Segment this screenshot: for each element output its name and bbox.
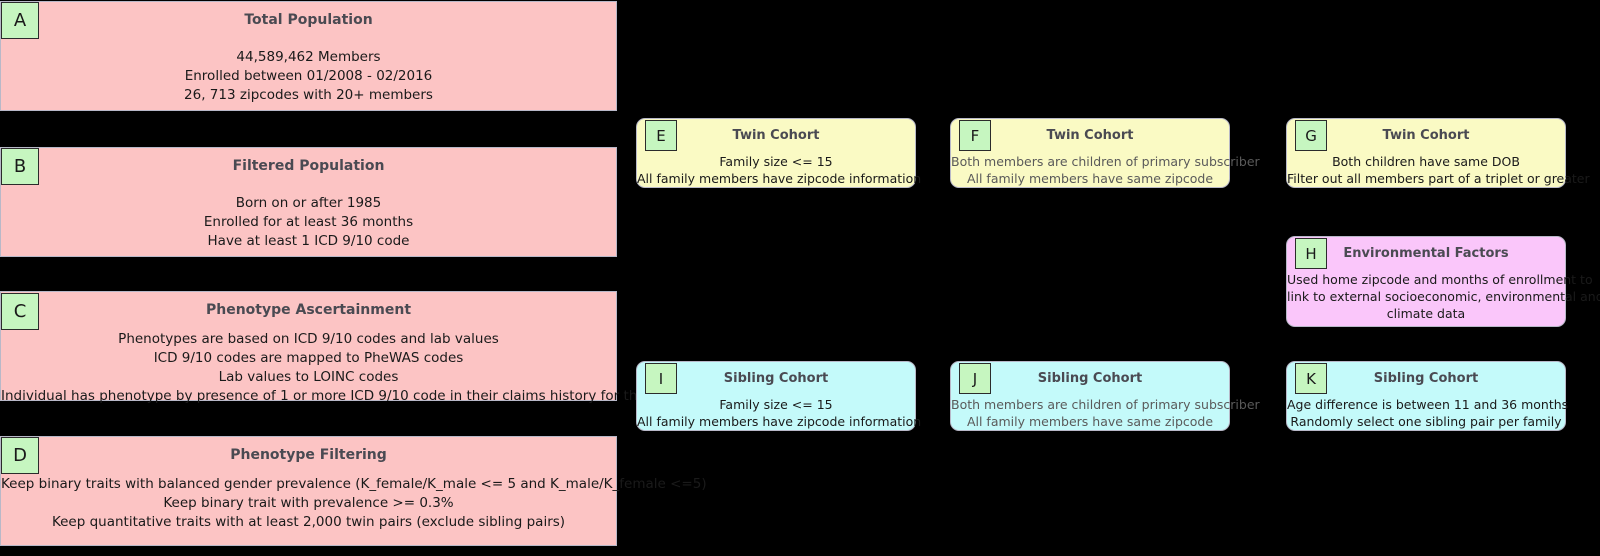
node-c-tag: C [1, 293, 39, 330]
node-k-body: Age difference is between 11 and 36 mont… [1287, 396, 1569, 430]
body-line: Keep binary trait with prevalence >= 0.3… [163, 495, 454, 511]
node-i-title: Sibling Cohort [723, 371, 829, 386]
body-line: Enrolled for at least 36 months [203, 214, 414, 230]
node-h-title: Environmental Factors [1343, 246, 1509, 261]
body-line: climate data [1386, 306, 1466, 321]
node-d-title: Phenotype Filtering [230, 447, 387, 463]
node-j-body: Both members are children of primary sub… [951, 396, 1260, 430]
node-g-twin-cohort[interactable]: Twin Cohort Both children have same DOB F… [1286, 118, 1590, 188]
body-line: Have at least 1 ICD 9/10 code [207, 233, 410, 249]
node-e-twin-cohort[interactable]: Twin Cohort Family size <= 15 All family … [636, 118, 922, 188]
node-e-body: Family size <= 15 All family members have… [637, 153, 922, 187]
node-i-sibling-cohort[interactable]: Sibling Cohort Family size <= 15 All fami… [636, 361, 922, 431]
node-b-tag: B [1, 148, 39, 185]
body-line: ICD 9/10 codes are mapped to PheWAS code… [153, 350, 464, 366]
body-line: Filter out all members part of a triplet… [1287, 171, 1590, 186]
node-f-twin-cohort[interactable]: Twin Cohort Both members are children of… [950, 118, 1260, 188]
node-a-tag: A [1, 2, 39, 39]
body-line: Both members are children of primary sub… [951, 154, 1260, 169]
node-k-sibling-cohort[interactable]: Sibling Cohort Age difference is between… [1286, 361, 1569, 431]
body-line: Enrolled between 01/2008 - 02/2016 [184, 68, 433, 84]
node-j-tag: J [959, 363, 991, 394]
node-h-tag: H [1295, 238, 1327, 269]
node-k-title: Sibling Cohort [1373, 371, 1479, 386]
node-h-body: Used home zipcode and months of enrollme… [1287, 271, 1600, 322]
body-line: All family members have same zipcode [966, 171, 1214, 186]
body-line: Family size <= 15 [719, 154, 833, 169]
node-e-tag: E [645, 120, 677, 151]
body-line: All family members have same zipcode [966, 414, 1214, 429]
node-c-body: Phenotypes are based on ICD 9/10 codes a… [1, 330, 748, 406]
node-a-title: Total Population [244, 12, 373, 28]
node-d-tag: D [1, 437, 39, 474]
node-f-body: Both members are children of primary sub… [951, 153, 1260, 187]
body-line: Both members are children of primary sub… [951, 397, 1260, 412]
node-b-title: Filtered Population [232, 158, 385, 174]
node-g-body: Both children have same DOB Filter out al… [1287, 153, 1590, 187]
node-f-tag: F [959, 120, 991, 151]
node-j-sibling-cohort[interactable]: Sibling Cohort Both members are children… [950, 361, 1260, 431]
body-line: Phenotypes are based on ICD 9/10 codes a… [118, 331, 499, 347]
body-line: 44,589,462 Members [236, 49, 381, 65]
node-e-title: Twin Cohort [732, 128, 820, 143]
body-line: link to external socioeconomic, environm… [1287, 289, 1600, 304]
body-line: Individual has phenotype by presence of … [1, 388, 748, 404]
node-c-title: Phenotype Ascertainment [205, 302, 412, 318]
node-d-body: Keep binary traits with balanced gender … [1, 475, 707, 532]
node-j-title: Sibling Cohort [1037, 371, 1143, 386]
body-line: Born on or after 1985 [235, 195, 382, 211]
node-h-environmental-factors[interactable]: Environmental Factors Used home zipcode … [1286, 236, 1600, 327]
body-line: Randomly select one sibling pair per fam… [1290, 414, 1562, 429]
body-line: Age difference is between 11 and 36 mont… [1287, 397, 1569, 412]
node-k-tag: K [1295, 363, 1327, 394]
body-line: All family members have zipcode informat… [637, 171, 922, 186]
node-g-title: Twin Cohort [1382, 128, 1470, 143]
node-d-phenotype-filtering[interactable]: Phenotype Filtering Keep binary traits w… [0, 436, 707, 546]
node-i-body: Family size <= 15 All family members have… [637, 396, 922, 430]
body-line: Used home zipcode and months of enrollme… [1287, 272, 1593, 287]
body-line: 26, 713 zipcodes with 20+ members [184, 87, 433, 103]
body-line: Lab values to LOINC codes [218, 369, 399, 385]
body-line: Keep quantitative traits with at least 2… [51, 514, 566, 530]
body-line: Both children have same DOB [1332, 154, 1520, 169]
body-line: Family size <= 15 [719, 397, 833, 412]
body-line: All family members have zipcode informat… [637, 414, 922, 429]
node-i-tag: I [645, 363, 677, 394]
node-c-phenotype-ascertainment[interactable]: Phenotype Ascertainment Phenotypes are b… [0, 291, 747, 404]
body-line: Keep binary traits with balanced gender … [1, 476, 707, 492]
node-b-filtered-population[interactable]: Filtered Population Born on or after 198… [0, 147, 617, 257]
node-g-tag: G [1295, 120, 1327, 151]
node-f-title: Twin Cohort [1046, 128, 1134, 143]
